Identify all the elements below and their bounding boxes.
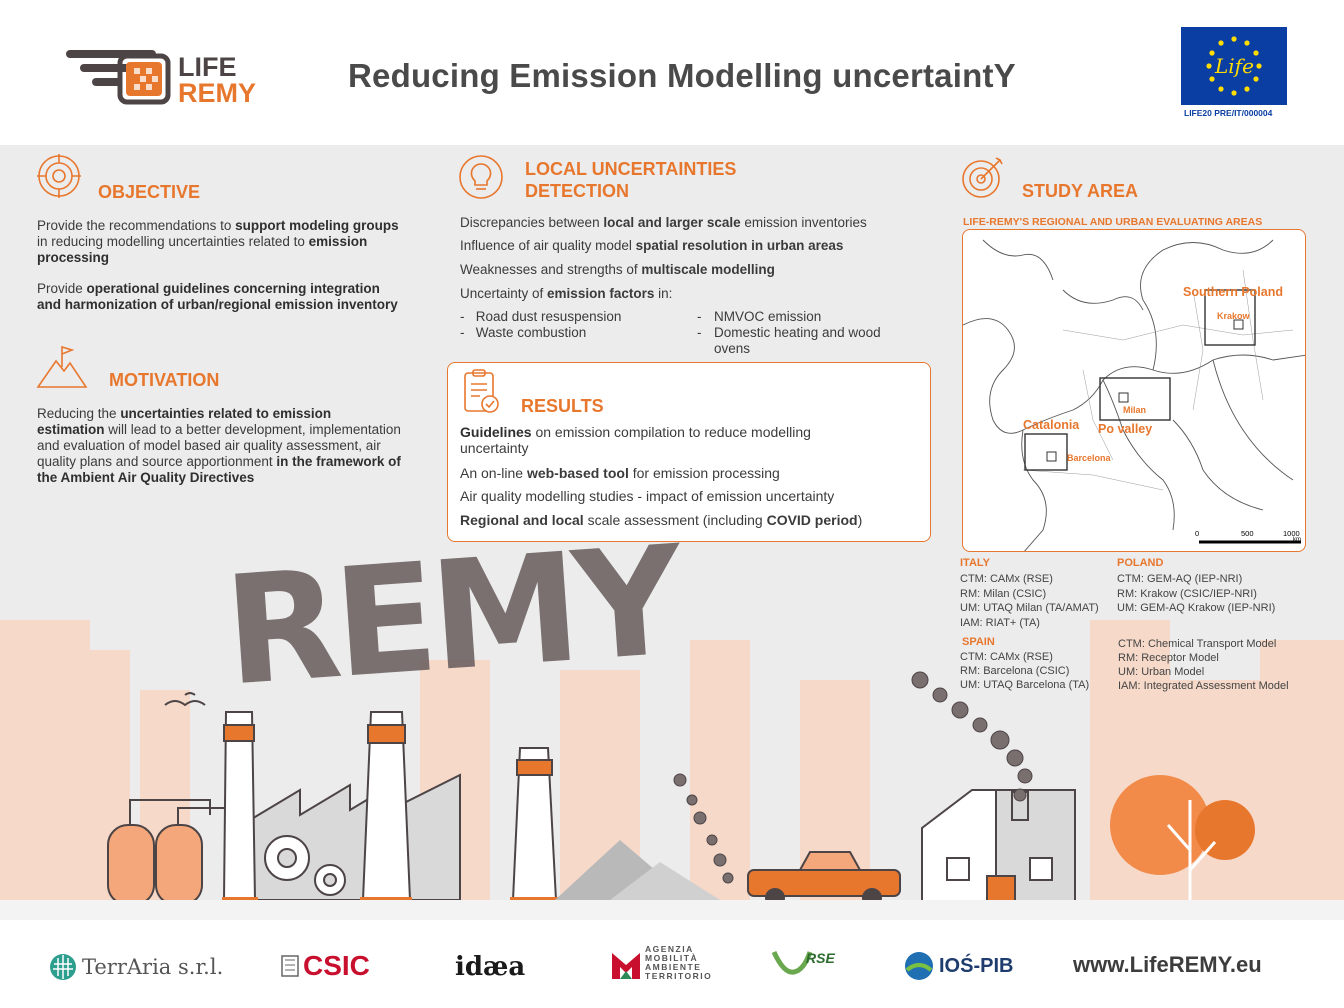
eu-stars-icon xyxy=(1206,36,1262,96)
scale-0: 0 xyxy=(1195,529,1200,538)
model-legend: CTM: Chemical Transport Model RM: Recept… xyxy=(1118,637,1289,693)
mountain-flag-icon xyxy=(36,345,88,388)
list-item: CTM: CAMx (RSE) xyxy=(960,573,1053,585)
logo-life-text: LIFE xyxy=(178,52,237,82)
header xyxy=(0,0,1344,145)
objective-paragraph-2: Provide operational guidelines concernin… xyxy=(37,281,398,312)
life-remy-logo: LIFE REMY xyxy=(62,46,282,108)
ios-pib-globe-icon xyxy=(905,952,933,980)
amat-line-4: TERRITORIO xyxy=(645,971,713,981)
scale-unit: km xyxy=(1293,537,1301,543)
skyline-illustration xyxy=(0,620,1344,920)
list-item: RM: Milan (CSIC) xyxy=(960,587,1047,600)
list-item: RM: Barcelona (CSIC) xyxy=(960,665,1070,677)
dartboard-icon xyxy=(962,157,1003,198)
clipboard-check-icon xyxy=(464,369,499,413)
list-item: UM: UTAQ Milan (TA/AMAT) xyxy=(960,602,1099,614)
page-title: Reducing Emission Modelling uncertaintY xyxy=(348,57,1016,94)
eu-life-logo: Life xyxy=(1181,27,1287,105)
list-item: CTM: CAMx (RSE) xyxy=(960,651,1053,663)
motivation-paragraph: Reducing the uncertainties related to em… xyxy=(37,406,401,485)
italy-heading: ITALY xyxy=(960,557,990,569)
local-line-3: Weaknesses and strengths of multiscale m… xyxy=(460,262,775,277)
italy-list: CTM: CAMx (RSE) RM: Milan (CSIC) UM: UTA… xyxy=(960,572,1099,630)
results-line-3: Air quality modelling studies - impact o… xyxy=(460,488,835,504)
scale-500: 500 xyxy=(1241,529,1254,538)
map-caption: LIFE-REMY'S REGIONAL AND URBAN EVALUATIN… xyxy=(963,216,1263,228)
results-box xyxy=(447,362,931,542)
eu-life-text: Life xyxy=(1215,54,1254,78)
objective-paragraph-1: Provide the recommendations to support m… xyxy=(37,218,399,265)
label-catalonia: Catalonia xyxy=(1023,418,1080,432)
target-icon xyxy=(37,154,81,198)
europe-map-illustration xyxy=(963,239,1305,551)
results-line-2: An on-line web-based tool for emission p… xyxy=(460,465,780,481)
list-item: UM: UTAQ Barcelona (TA) xyxy=(960,679,1090,691)
lightbulb-icon xyxy=(459,155,503,199)
terraria-globe-icon xyxy=(50,954,76,980)
list-item: - Waste combustion xyxy=(460,325,587,340)
spain-heading: SPAIN xyxy=(962,636,995,648)
label-po-valley: Po valley xyxy=(1098,422,1153,436)
amat-logo-icon xyxy=(612,953,640,979)
logo-remy-text: REMY xyxy=(178,78,257,108)
motivation-heading: MOTIVATION xyxy=(109,370,220,390)
list-item: IAM: RIAT+ (TA) xyxy=(960,616,1040,629)
spain-list: CTM: CAMx (RSE) RM: Barcelona (CSIC) UM:… xyxy=(960,650,1089,692)
scale-1000: 1000 xyxy=(1283,529,1300,538)
objective-heading: OBJECTIVE xyxy=(98,182,201,202)
smoke-puffs-illustration xyxy=(673,671,1033,884)
logo-mark-icon xyxy=(66,50,171,105)
list-item: -NMVOC emission xyxy=(697,309,822,324)
results-line-1: Guidelines on emission compilation to re… xyxy=(460,424,811,456)
results-line-4: Regional and local scale assessment (inc… xyxy=(460,512,863,528)
study-area-map[interactable]: Southern Poland Krakow Milan Po valley C… xyxy=(962,229,1306,552)
partner-idaea[interactable]: idæa xyxy=(455,952,526,982)
results-heading: RESULTS xyxy=(521,396,604,416)
label-southern-poland: Southern Poland xyxy=(1183,285,1283,299)
amat-line-2: MOBILITÀ xyxy=(645,953,699,963)
list-item: RM: Receptor Model xyxy=(1118,652,1219,664)
partner-ios-pib[interactable]: IOŚ-PIB xyxy=(903,950,1013,982)
partner-csic[interactable]: CSIC xyxy=(280,950,370,982)
partner-terraria[interactable]: TerrAria s.r.l. xyxy=(48,952,223,982)
local-line-2: Influence of air quality model spatial r… xyxy=(460,238,844,253)
local-line-4: Uncertainty of emission factors in: xyxy=(460,286,673,301)
local-line-1: Discrepancies between local and larger s… xyxy=(460,215,867,230)
list-item: UM: Urban Model xyxy=(1118,666,1205,678)
local-bullets-left: - Road dust resuspension - Waste combust… xyxy=(460,309,690,341)
list-item: -Domestic heating and wood ovens xyxy=(697,325,881,356)
list-item: UM: GEM-AQ Krakow (IEP-NRI) xyxy=(1117,602,1276,614)
website-link[interactable]: www.LifeREMY.eu xyxy=(1073,952,1262,977)
list-item: IAM: Integrated Assessment Model xyxy=(1118,680,1289,692)
amat-line-1: AGENZIA xyxy=(645,944,694,954)
local-bullets-right: -NMVOC emission -Domestic heating and wo… xyxy=(697,309,927,357)
amat-line-3: AMBIENTE xyxy=(645,962,702,972)
partner-amat[interactable]: AGENZIA MOBILITÀ AMBIENTE TERRITORIO xyxy=(610,945,712,981)
list-item: CTM: GEM-AQ (IEP-NRI) xyxy=(1117,573,1243,585)
label-milan: Milan xyxy=(1123,405,1147,415)
poland-list: CTM: GEM-AQ (IEP-NRI) RM: Krakow (CSIC/I… xyxy=(1117,572,1275,616)
list-item: CTM: Chemical Transport Model xyxy=(1118,638,1277,650)
csic-crest-icon xyxy=(281,955,299,977)
project-code: LIFE20 PRE/IT/000004 xyxy=(1184,108,1273,118)
study-area-heading: STUDY AREA xyxy=(1022,181,1139,201)
rse-swoosh-icon xyxy=(772,950,812,975)
label-krakow: Krakow xyxy=(1217,311,1250,321)
partners-footer xyxy=(0,920,1344,1008)
label-barcelona: Barcelona xyxy=(1067,453,1111,463)
list-item: - Road dust resuspension xyxy=(460,309,622,324)
partner-rse[interactable]: RSE xyxy=(772,948,835,978)
poland-heading: POLAND xyxy=(1117,557,1164,569)
list-item: RM: Krakow (CSIC/IEP-NRI) xyxy=(1117,587,1257,600)
local-uncertainties-heading: LOCAL UNCERTAINTIES DETECTION xyxy=(525,159,737,201)
